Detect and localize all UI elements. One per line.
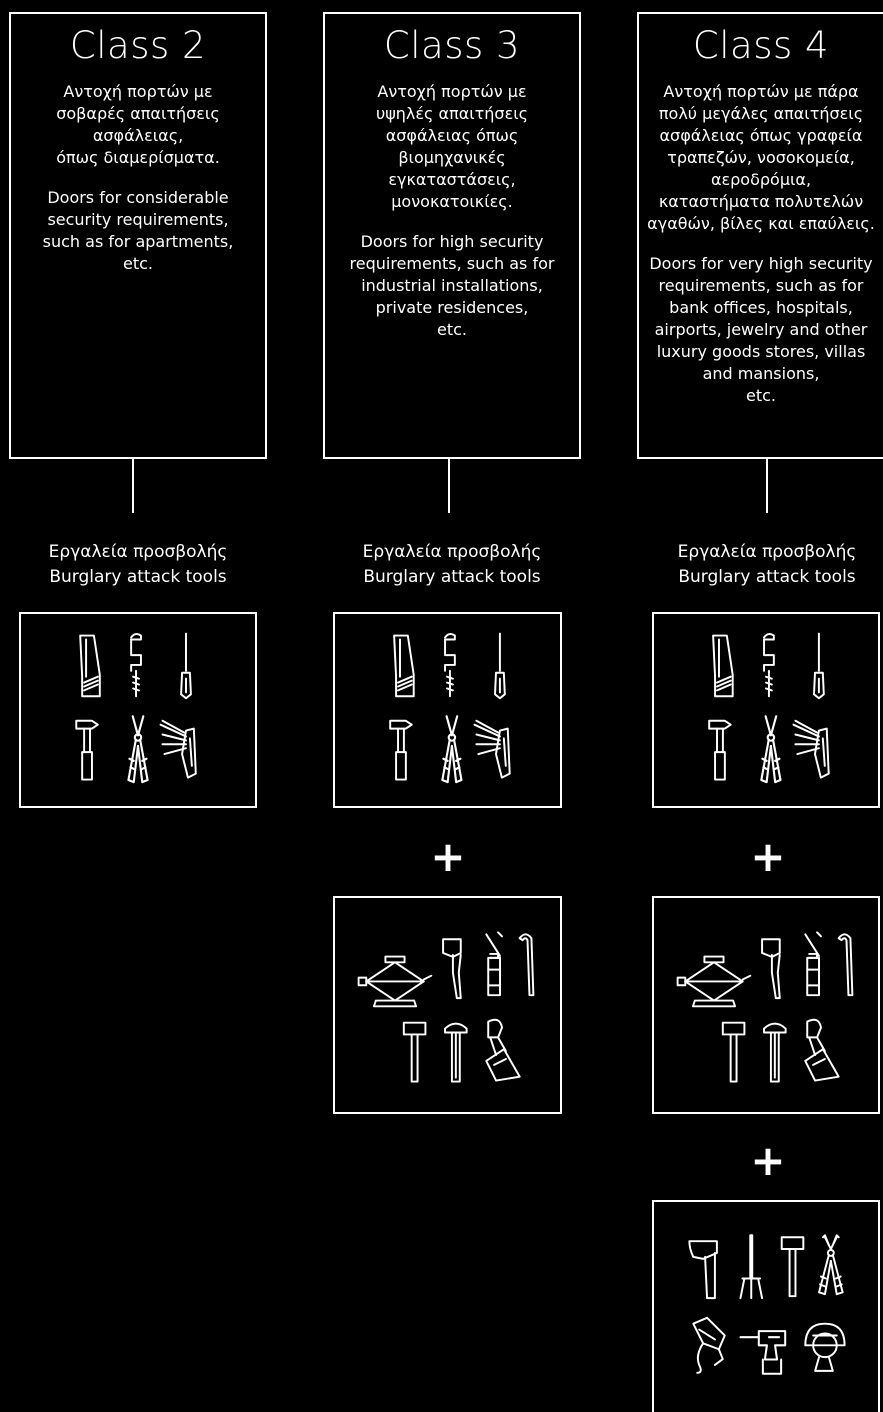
screwdriver-icon <box>494 632 506 700</box>
pliers-icon <box>760 715 782 784</box>
jigsaw-icon <box>692 1316 726 1374</box>
hatchet-icon <box>761 938 781 1000</box>
class-2-tools-label: Εργαλεία προσβολής Burglary attack tools <box>48 542 228 587</box>
car-jack-icon <box>676 955 752 1008</box>
hand-drill-icon <box>763 633 775 698</box>
hacksaw-icon <box>712 634 734 698</box>
screwdriver-icon <box>813 632 825 700</box>
class-2-greek-description: Αντοχή πορτών με σοβαρές απαιτήσεις ασφά… <box>56 82 220 167</box>
sledge-hammer-icon <box>402 1021 427 1083</box>
class-4-box: Class 4 Αντοχή πορτών με πάρα πολύ μεγάλ… <box>637 12 883 459</box>
crowbar-icon <box>837 933 854 997</box>
pick-set-icon <box>792 719 830 779</box>
circular-saw-icon <box>804 1322 846 1372</box>
hammer-icon <box>389 719 413 781</box>
class-4-extended-tools-box <box>652 896 880 1114</box>
class-3-extended-tools-box <box>333 896 562 1114</box>
class-4-plus-sign-1: + <box>750 832 786 881</box>
chisel-hammer-icon <box>443 1022 468 1083</box>
class-2-english-description: Doors for considerable security requirem… <box>42 188 234 273</box>
class-4-tools-label: Εργαλεία προσβολής Burglary attack tools <box>677 542 857 587</box>
pliers-icon <box>441 715 463 784</box>
cordless-drill-icon <box>739 1330 787 1375</box>
hand-drill-icon <box>130 633 142 698</box>
class-4-connector <box>766 459 768 513</box>
sledge-hammer-icon <box>780 1236 805 1298</box>
chisel-hammer-icon <box>762 1022 787 1083</box>
class-2-box: Class 2 Αντοχή πορτών με σοβαρές απαιτήσ… <box>9 12 267 459</box>
hammer-icon <box>75 719 99 781</box>
sledge-hammer-icon <box>721 1021 746 1083</box>
class-4-title: Class 4 <box>692 24 830 67</box>
pliers-icon <box>127 715 149 784</box>
class-3-connector <box>448 459 450 513</box>
class-3-title: Class 3 <box>383 24 521 67</box>
class-3-english-description: Doors for high security requirements, su… <box>349 232 555 339</box>
class-3-tools-label: Εργαλεία προσβολής Burglary attack tools <box>362 542 542 587</box>
screwdriver-icon <box>180 632 192 700</box>
pick-set-icon <box>473 719 511 779</box>
hatchet-icon <box>442 938 462 1000</box>
class-2-basic-tools-box <box>19 612 257 808</box>
hacksaw-icon <box>393 634 415 698</box>
crowbar-icon <box>518 933 535 997</box>
hacksaw-icon <box>79 634 101 698</box>
pitchfork-icon <box>739 1234 764 1300</box>
hand-drill-icon <box>444 633 456 698</box>
class-3-basic-tools-box <box>333 612 562 808</box>
class-3-box: Class 3 Αντοχή πορτών με υψηλές απαιτήσε… <box>323 12 581 459</box>
class-4-plus-sign-2: + <box>750 1136 786 1185</box>
class-4-english-description: Doors for very high security requirement… <box>649 254 873 405</box>
class-4-basic-tools-box <box>652 612 880 808</box>
hammer-icon <box>708 719 732 781</box>
pick-set-icon <box>159 719 197 779</box>
spray-can-icon <box>804 931 823 997</box>
angle-grinder-icon <box>804 1018 840 1082</box>
bolt-cutter-icon <box>817 1234 844 1296</box>
car-jack-icon <box>357 955 433 1008</box>
class-3-greek-description: Αντοχή πορτών με υψηλές απαιτήσεις ασφάλ… <box>375 82 529 211</box>
class-4-heavy-tools-box <box>652 1200 880 1412</box>
angle-grinder-icon <box>485 1018 521 1082</box>
axe-icon <box>688 1240 718 1300</box>
class-2-connector <box>132 459 134 513</box>
class-3-plus-sign: + <box>430 832 466 881</box>
class-4-greek-description: Αντοχή πορτών με πάρα πολύ μεγάλες απαιτ… <box>647 82 875 233</box>
spray-can-icon <box>485 931 504 997</box>
class-2-title: Class 2 <box>69 24 207 67</box>
